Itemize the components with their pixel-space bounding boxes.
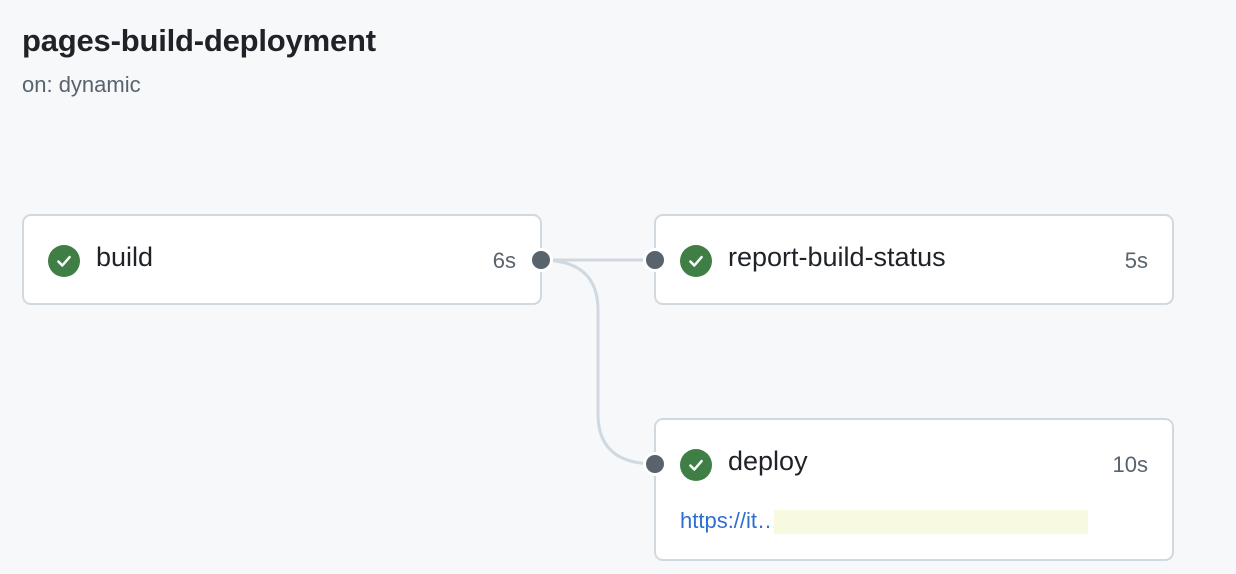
job-card-report-build-status[interactable]: report-build-status 5s [654,214,1174,305]
build-output-port [529,248,553,272]
redacted-url-region [774,510,1088,534]
check-circle-icon [48,245,80,277]
job-card-build[interactable]: build 6s [22,214,542,305]
workflow-trigger: on: dynamic [22,72,141,97]
job-duration: 6s [492,248,516,273]
job-duration: 5s [1124,248,1148,273]
job-name: deploy [728,446,808,476]
connector-build-to-deploy [540,258,656,466]
check-circle-icon [680,245,712,277]
report-input-port [643,248,667,272]
job-name: build [96,242,154,272]
job-card-deploy[interactable]: deploy 10s https://it… [654,418,1174,561]
job-name: report-build-status [728,242,946,272]
deploy-input-port [643,452,667,476]
job-duration: 10s [1112,452,1148,477]
workflow-title: pages-build-deployment [22,23,376,58]
check-circle-icon [680,449,712,481]
